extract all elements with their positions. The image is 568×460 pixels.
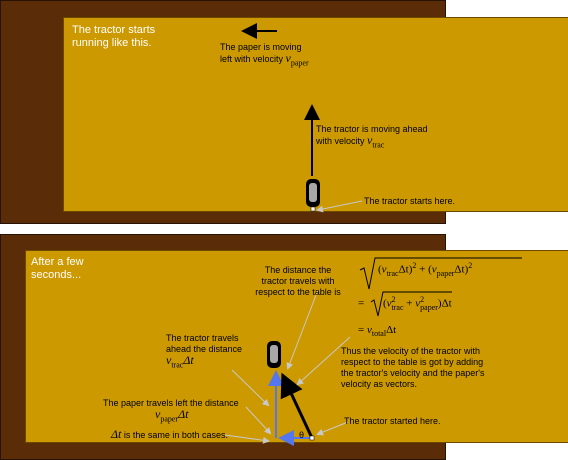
intro-bottom-line1: After a few	[31, 256, 84, 268]
start-pointer-top	[316, 200, 363, 213]
tractor-icon-top	[306, 179, 320, 212]
left-label: The paper travels left the distance vpap…	[103, 398, 239, 424]
thus-line3: the tractor's velocity and the paper's	[341, 368, 485, 378]
distance-line3: respect to the table is	[255, 287, 341, 297]
thus-label: Thus the velocity of the tractor with re…	[341, 346, 485, 390]
equation-line2: = (v2trac + v2paper)Δt	[358, 295, 452, 312]
ahead-label: The tractor travels ahead the distance v…	[166, 333, 242, 370]
left-line1: The paper travels left the distance	[103, 398, 239, 408]
total-displacement-vector	[280, 372, 314, 439]
ahead-line2: ahead the distance	[166, 344, 243, 354]
thus-line1: Thus the velocity of the tractor with	[341, 346, 481, 356]
intro-top: The tractor starts running like this.	[72, 24, 156, 49]
pointer-distance	[286, 289, 319, 370]
distance-line1: The distance the	[264, 265, 332, 275]
thus-line2: respect to the table is got by adding	[341, 357, 484, 367]
tractor-moving-label: The tractor is moving ahead with velocit…	[316, 124, 428, 150]
same-symbol: Δt	[111, 427, 122, 441]
distance-line2: tractor travels with	[261, 276, 335, 286]
paper-moving-line1: The paper is moving	[220, 42, 302, 52]
intro-bottom-line2: seconds...	[31, 269, 82, 281]
tractor-moving-line1: The tractor is moving ahead	[316, 124, 428, 134]
distance-label: The distance the tractor travels with re…	[247, 265, 349, 298]
tractor-moving-line2: with velocity	[316, 136, 365, 146]
pointer-thus	[296, 336, 351, 386]
v-trac-symbol: vtrac	[367, 133, 385, 150]
started-here-label: The tractor started here.	[344, 416, 441, 426]
radical-inner	[370, 291, 452, 317]
pointer-ahead	[231, 369, 270, 407]
intro-bottom: After a few seconds...	[31, 256, 84, 282]
paper-moving-label: The paper is moving left with velocity v…	[220, 42, 309, 68]
tractor-moving-line2-wrap: with velocity vtrac	[316, 133, 428, 150]
same-label: Δt is the same in both cases.	[111, 427, 228, 441]
tractor-starts-label: The tractor starts here.	[364, 196, 456, 206]
thus-line4: velocity as vectors.	[341, 379, 418, 389]
theta-label: θ	[299, 430, 305, 440]
paper-moving-line2: left with velocity	[220, 54, 284, 64]
equation-line3: = vtotalΔt	[358, 324, 397, 339]
tractor-icon-bottom	[267, 341, 281, 368]
paper-moving-line2-wrap: left with velocity vpaper	[220, 51, 309, 68]
pointer-left	[245, 406, 272, 435]
same-text: is the same in both cases.	[123, 430, 228, 440]
pointer-dt	[224, 434, 270, 444]
pointer-started	[316, 421, 349, 436]
left-expression: vpaperΔt	[155, 407, 189, 424]
equation-line1: (vtracΔt)2 + (vpaperΔt)2	[378, 261, 473, 278]
start-marker-bottom	[309, 435, 315, 441]
radical-outer	[359, 257, 522, 290]
v-paper-symbol: vpaper	[285, 51, 309, 68]
ahead-expression: vtracΔt	[166, 353, 194, 370]
ahead-line1: The tractor travels	[166, 333, 239, 343]
